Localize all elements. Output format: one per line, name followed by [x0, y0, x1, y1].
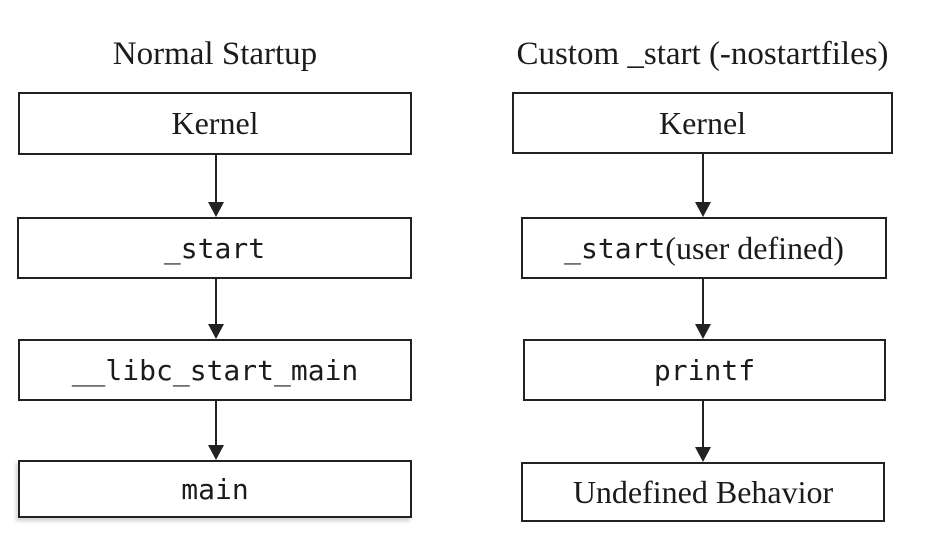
box-label-code: _start — [564, 231, 666, 265]
column-title-normal-startup: Normal Startup — [112, 36, 318, 72]
box-label: Undefined Behavior — [572, 473, 834, 510]
arrow-head — [695, 202, 711, 217]
down-arrow-icon — [695, 401, 711, 462]
box-label: _start — [163, 231, 266, 265]
box-label: __libc_start_main — [71, 353, 359, 387]
box-label: Kernel — [658, 104, 747, 141]
flow-box-undefined-behavior: Undefined Behavior — [521, 462, 885, 522]
flow-box-printf: printf — [523, 339, 886, 401]
arrow-head — [695, 447, 711, 462]
box-label: main — [181, 472, 249, 506]
flow-box-kernel: Kernel — [18, 92, 412, 155]
down-arrow-icon — [208, 155, 224, 217]
arrow-shaft — [702, 401, 704, 449]
arrow-head — [208, 324, 224, 339]
box-label: Kernel — [171, 105, 259, 141]
flow-box-start-user-defined: _start (user defined) — [521, 217, 887, 279]
arrow-head — [208, 202, 224, 217]
arrow-shaft — [702, 154, 704, 204]
down-arrow-icon — [208, 279, 224, 339]
flow-box-libc-start-main: __libc_start_main — [18, 339, 412, 401]
column-title-custom-start: Custom _start (-nostartfiles) — [516, 36, 889, 72]
flow-box-kernel-custom: Kernel — [512, 92, 893, 154]
arrow-head — [208, 445, 224, 460]
flow-box-start: _start — [17, 217, 412, 279]
down-arrow-icon — [695, 279, 711, 339]
box-label: printf — [653, 353, 756, 387]
down-arrow-icon — [208, 401, 224, 460]
arrow-shaft — [702, 279, 704, 326]
arrow-shaft — [215, 279, 217, 326]
flow-box-main: main — [18, 460, 412, 518]
arrow-shaft — [215, 155, 217, 204]
down-arrow-icon — [695, 154, 711, 217]
box-label-note: (user defined) — [665, 229, 844, 266]
arrow-shaft — [215, 401, 217, 447]
arrow-head — [695, 324, 711, 339]
